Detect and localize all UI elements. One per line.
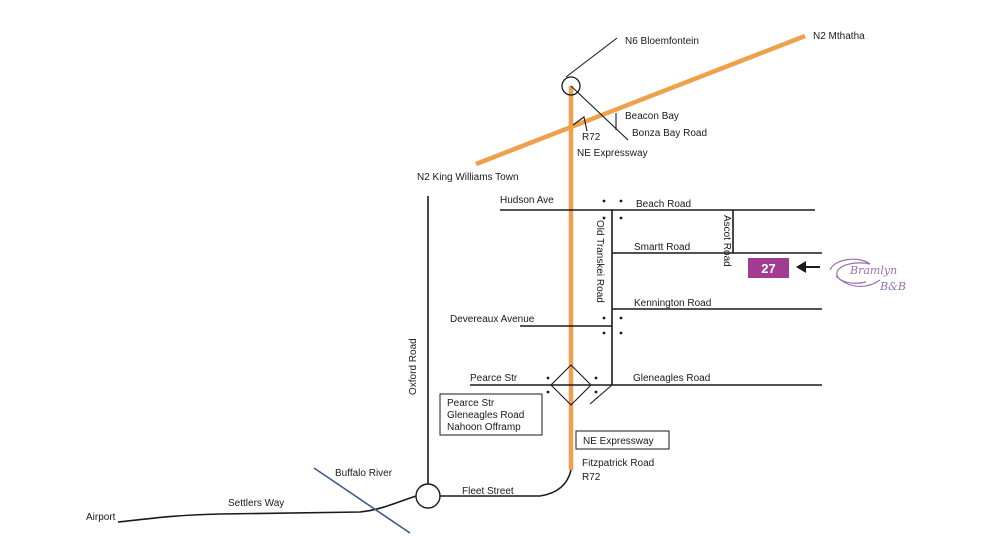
label-pearce-str: Pearce Str: [470, 373, 518, 384]
destination-badge: 27: [748, 258, 789, 278]
offramp-line: [589, 384, 613, 405]
left-arrow-icon: [796, 261, 820, 273]
label-beach-road: Beach Road: [636, 199, 691, 210]
label-ne-expressway-top: NE Expressway: [577, 148, 648, 159]
dot: [546, 376, 550, 380]
offramp-line-2: Gleneagles Road: [447, 410, 524, 421]
label-smartt-road: Smartt Road: [634, 242, 690, 253]
label-kennington-road: Kennington Road: [634, 298, 711, 309]
dot: [594, 390, 598, 394]
label-r72-bottom: R72: [582, 472, 601, 483]
label-gleneagles-road: Gleneagles Road: [633, 373, 710, 384]
label-beacon-bay: Beacon Bay: [625, 111, 679, 122]
dot: [619, 316, 623, 320]
fleet-roundabout: [415, 483, 441, 509]
label-n6: N6 Bloemfontein: [625, 36, 699, 47]
dot: [602, 316, 606, 320]
nahoon-interchange: [550, 364, 592, 406]
offramp-line-1: Pearce Str: [447, 398, 495, 409]
dot: [594, 376, 598, 380]
destination-number: 27: [761, 261, 775, 276]
dot: [602, 199, 606, 203]
fleet-street: [440, 469, 572, 497]
bonza-bay-connector: [570, 85, 629, 141]
n6-road: [565, 37, 618, 78]
logo-name: Bramlyn: [849, 264, 897, 277]
label-fitzpatrick-road: Fitzpatrick Road: [582, 458, 654, 469]
dot: [619, 331, 623, 335]
logo-suffix: B&B: [879, 280, 906, 293]
label-devereaux-avenue: Devereaux Avenue: [450, 314, 535, 325]
ne-expressway-box: NE Expressway: [575, 430, 670, 450]
top-roundabout: [561, 76, 581, 96]
buffalo-river: [313, 467, 411, 534]
offramp-line-3: Nahoon Offramp: [447, 422, 521, 433]
label-old-transkei-road: Old Transkei Road: [594, 220, 605, 303]
r72-ramp: [572, 116, 588, 132]
label-hudson-ave: Hudson Ave: [500, 195, 554, 206]
label-ascot-road: Ascot Road: [721, 215, 732, 267]
ne-expressway-box-label: NE Expressway: [583, 436, 654, 447]
label-bonza-bay-road: Bonza Bay Road: [632, 128, 707, 139]
label-n2-kwt: N2 King Williams Town: [417, 172, 519, 183]
label-n2-mthatha: N2 Mthatha: [813, 31, 865, 42]
label-r72-top: R72: [582, 132, 601, 143]
intersection-dots: [546, 199, 623, 394]
settlers-way: [117, 495, 417, 523]
bramlyn-logo: Bramlyn B&B: [829, 258, 906, 293]
dot: [546, 390, 550, 394]
dot: [602, 331, 606, 335]
label-settlers-way: Settlers Way: [228, 498, 284, 509]
label-fleet-street: Fleet Street: [462, 486, 514, 497]
dot: [619, 216, 623, 220]
dot: [602, 216, 606, 220]
offramp-info-box: Pearce Str Gleneagles Road Nahoon Offram…: [439, 393, 543, 436]
n2-highway: [475, 33, 806, 167]
label-oxford-road: Oxford Road: [408, 338, 419, 395]
dot: [619, 199, 623, 203]
label-airport: Airport: [86, 512, 116, 523]
label-buffalo-river: Buffalo River: [335, 468, 393, 479]
